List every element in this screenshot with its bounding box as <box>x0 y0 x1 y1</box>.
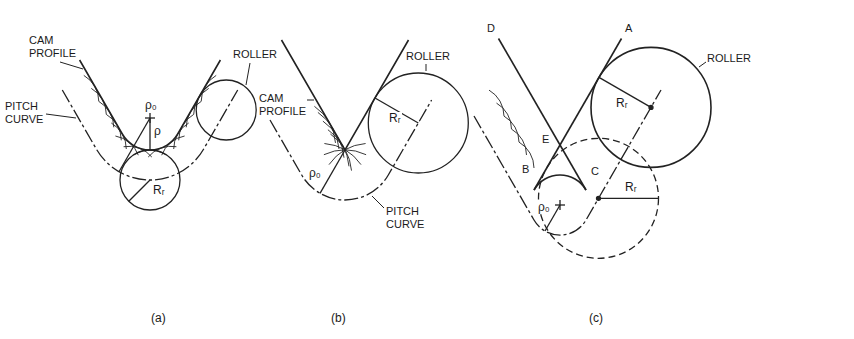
envelope-arc <box>115 136 138 155</box>
envelope-arcs <box>84 75 216 157</box>
radius-symbol: Rᵣ <box>615 97 629 110</box>
point-letter: A <box>624 22 633 35</box>
envelope-arc <box>329 144 366 165</box>
leader-line <box>307 100 314 101</box>
roller-circle <box>591 47 711 167</box>
leader-line <box>372 196 384 208</box>
cam-profile <box>499 39 587 191</box>
part-label: PITCH CURVE <box>4 100 44 126</box>
envelope-arc <box>489 90 504 116</box>
roller-circle <box>120 150 180 210</box>
radius-symbol: Rᵣ <box>624 181 638 194</box>
cam-profile <box>80 60 221 150</box>
point-letter: E <box>541 133 550 146</box>
roller-circle <box>196 80 256 140</box>
radius-symbol: ρ₀ <box>308 167 322 180</box>
part-label: CAM PROFILE <box>28 34 77 60</box>
leader-line <box>426 64 427 71</box>
leader-line <box>46 114 76 118</box>
pitch-curve <box>474 90 661 235</box>
envelope-arc <box>174 123 189 149</box>
envelope-arcs <box>489 90 534 168</box>
panel-c <box>474 39 711 259</box>
roller-circle <box>539 138 659 258</box>
radius-symbol: ρ₀ <box>537 201 551 214</box>
part-label: PITCH CURVE <box>385 205 425 231</box>
envelope-arc <box>111 123 126 149</box>
leader-line <box>246 63 250 85</box>
envelope-arc <box>148 146 176 157</box>
point-letter: D <box>486 22 496 35</box>
center-mark <box>149 113 150 123</box>
envelope-arcs <box>314 106 366 170</box>
envelope-arc <box>84 75 99 101</box>
point-letter: B <box>521 163 530 176</box>
envelope-arc <box>201 75 216 101</box>
leader-line <box>699 62 706 67</box>
leader-line <box>60 62 83 69</box>
point-letter: C <box>590 165 600 178</box>
part-label: CAM PROFILE <box>258 92 307 118</box>
envelope-arc <box>318 112 339 149</box>
envelope-arc <box>135 150 165 154</box>
envelope-arc <box>314 106 335 143</box>
envelope-arc <box>324 144 361 165</box>
radius-symbol: Rᵣ <box>152 184 166 197</box>
panel-caption: (c) <box>588 312 604 325</box>
radius-symbol: Rᵣ <box>388 112 402 125</box>
roller-circle <box>368 73 468 173</box>
radius-line <box>320 150 345 193</box>
envelope-arc <box>324 150 366 155</box>
panel-caption: (a) <box>150 312 167 325</box>
envelope-arc <box>497 103 512 129</box>
panel-caption: (b) <box>330 312 347 325</box>
radius-symbol: ρ <box>153 125 162 138</box>
envelope-arc <box>162 136 185 155</box>
pitch-curve <box>62 90 237 180</box>
radius-symbol: ρ₀ <box>144 99 158 112</box>
radius-line <box>599 198 659 199</box>
panel-b <box>270 40 468 208</box>
part-label: ROLLER <box>232 48 278 61</box>
radius-line <box>119 118 150 172</box>
envelope-arc <box>328 130 349 167</box>
part-label: ROLLER <box>706 52 752 65</box>
panel-a <box>46 60 256 210</box>
radius-line <box>129 180 150 201</box>
envelope-arc <box>124 146 152 157</box>
part-label: ROLLER <box>405 50 451 63</box>
